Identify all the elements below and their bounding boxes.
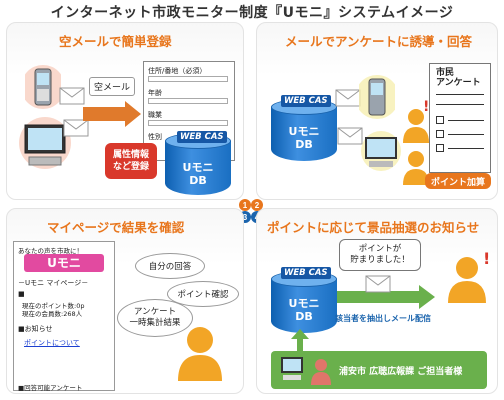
mobile-phone-icon <box>355 73 399 125</box>
person-icon <box>401 107 431 147</box>
attribute-register-box: 属性情報 など登録 <box>105 143 157 179</box>
mypage-line: －Uモニ マイページ－ <box>18 279 89 287</box>
mobile-phone-icon <box>21 63 65 115</box>
panel-prize-notice: ポイントに応じて景品抽選のお知らせ Uモニ DB WEB CAS 該当者を抽出し… <box>256 208 498 394</box>
mypage-line: ■ <box>18 290 25 298</box>
envelope-icon <box>335 89 361 111</box>
computer-icon <box>359 131 403 175</box>
upward-arrow <box>291 329 309 359</box>
db-label: Uモニ DB <box>182 161 214 187</box>
mypage-line: ■回答可能アンケート <box>18 384 83 392</box>
mypage-screen: あなたの声を市政に！ Uモニ －Uモニ マイページ－ ■ 現在のポイント数:0p… <box>13 241 115 392</box>
mypage-line: 現在の会員数:268人 <box>22 310 83 318</box>
exclamation-icon: ! <box>423 99 430 115</box>
mypage-line: ■お知らせ <box>18 325 53 333</box>
badge-3: 3 <box>243 213 248 222</box>
form-line: 年齢 <box>148 89 162 97</box>
panel2-title: メールでアンケートに誘導・回答 <box>285 34 473 49</box>
webcas-brand: WEB CAS <box>281 267 331 279</box>
points-added-badge: ポイント加算 <box>425 173 491 189</box>
bubble-own-answer: 自分の回答 <box>135 253 205 279</box>
bubble-points-accumulated: ポイントが 貯まりました！ <box>339 239 421 271</box>
mypage-points-link[interactable]: ポイントについて <box>24 339 80 347</box>
mypage-header: あなたの声を市政に！ <box>18 247 83 255</box>
panel4-title: ポイントに応じて景品抽選のお知らせ <box>267 220 480 235</box>
panel1-title: 空メールで簡単登録 <box>59 34 172 49</box>
person-icon <box>445 255 489 307</box>
envelope-icon <box>63 119 89 141</box>
page-title: インターネット市政モニター制度『Uモニ』システムイメージ <box>50 5 454 21</box>
staff-person-icon <box>309 357 333 389</box>
computer-icon <box>17 117 73 175</box>
mypage-brand: Uモニ <box>24 254 104 272</box>
panel-survey: メールでアンケートに誘導・回答 Uモニ DB WEB CAS 市民 アンケート … <box>256 22 498 200</box>
umoni-database: Uモニ DB <box>271 99 337 161</box>
form-line: 性別 <box>148 133 162 141</box>
form-line: 住所/番地（必須） <box>148 67 207 75</box>
webcas-brand: WEB CAS <box>281 95 331 107</box>
panel-mypage: マイページで結果を確認 あなたの声を市政に！ Uモニ －Uモニ マイページ－ ■… <box>6 208 244 394</box>
db-label: Uモニ DB <box>288 297 320 323</box>
form-line: 職業 <box>148 111 162 119</box>
badge-2: 2 <box>255 201 260 210</box>
envelope-icon <box>365 275 391 297</box>
empty-mail-arrow <box>83 101 143 131</box>
notice-arrow <box>337 285 437 313</box>
envelope-icon <box>59 87 85 109</box>
panel3-title: マイページで結果を確認 <box>47 220 185 235</box>
db-label: Uモニ DB <box>288 125 320 151</box>
bubble-survey-results: アンケート 一時集計結果 <box>117 299 193 337</box>
exclamation-icon: ! <box>483 249 491 268</box>
citizen-survey-sheet: 市民 アンケート <box>429 63 491 173</box>
webcas-brand: WEB CAS <box>177 131 227 143</box>
umoni-database: Uモニ DB <box>271 271 337 333</box>
office-label: 浦安市 広聴広報課 ご担当者様 <box>339 367 463 377</box>
office-bar: 浦安市 広聴広報課 ご担当者様 <box>271 351 487 389</box>
envelope-icon <box>337 127 363 149</box>
notice-arrow-label: 該当者を抽出しメール配信 <box>335 314 431 323</box>
survey-sheet-title: 市民 アンケート <box>436 68 481 88</box>
person-icon <box>175 325 225 385</box>
mypage-line: 現在のポイント数:0p <box>22 302 85 310</box>
person-icon <box>401 149 431 189</box>
badge-1: 1 <box>243 201 248 210</box>
panel-registration: 空メールで簡単登録 空メール 住所/番地（必須） 年齢 職業 性別 登録 属性情… <box>6 22 244 200</box>
empty-mail-label: 空メール <box>89 77 136 96</box>
computer-icon <box>279 355 305 389</box>
